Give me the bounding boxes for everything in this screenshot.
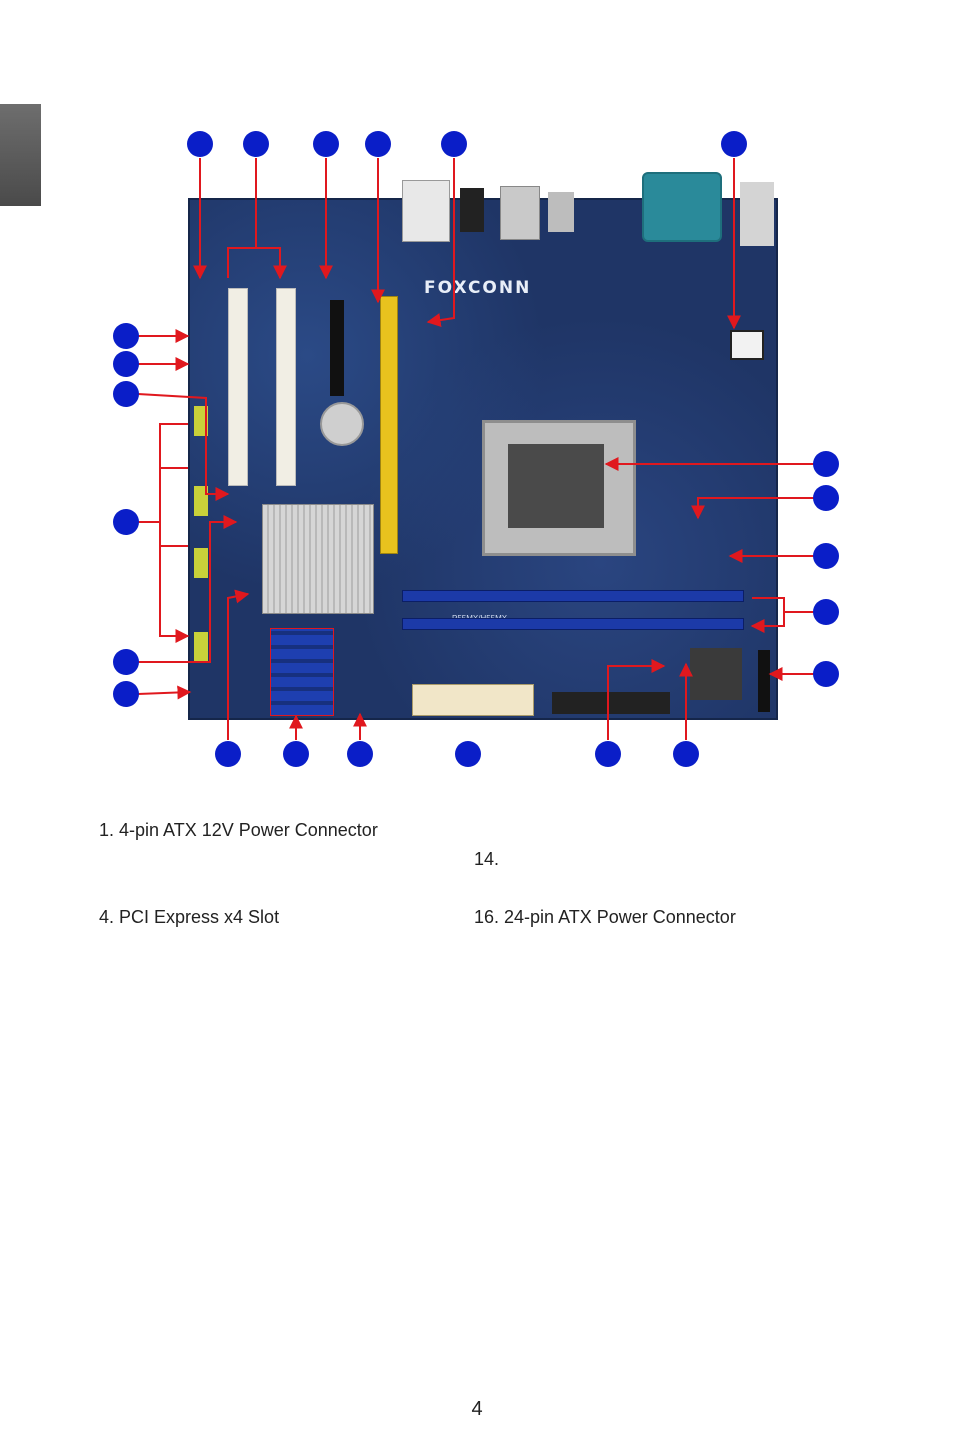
callout-marker — [113, 381, 139, 407]
callout-marker — [113, 323, 139, 349]
callout-marker — [283, 741, 309, 767]
legend-item-1: 1. 4-pin ATX 12V Power Connector — [99, 820, 378, 840]
legend-item-14: 14. — [474, 849, 500, 869]
atx-24pin-connector — [412, 684, 534, 716]
callout-marker — [243, 131, 269, 157]
callout-arrow — [138, 423, 188, 636]
usb-header-2 — [194, 486, 208, 516]
ide-header — [552, 692, 670, 714]
motherboard-layout-diagram: FOXCONN P55MX/H55MX — [108, 128, 844, 772]
chapter-side-tab — [0, 104, 41, 206]
callout-marker — [187, 131, 213, 157]
callout-arrow — [426, 158, 455, 328]
callout-marker — [113, 351, 139, 377]
callout-arrow — [137, 393, 230, 501]
callout-marker — [813, 661, 839, 687]
callout-marker — [113, 681, 139, 707]
callout-marker — [813, 451, 839, 477]
rear-io-shield — [740, 182, 774, 246]
rear-usb-port — [460, 188, 484, 232]
callout-overlay — [113, 131, 839, 767]
callout-marker — [595, 741, 621, 767]
pcie-x4-slot — [330, 300, 344, 396]
cmos-battery — [320, 402, 364, 446]
callout-marker — [455, 741, 481, 767]
pcie-x16-slot — [380, 296, 398, 554]
cpu-socket-core — [508, 444, 604, 528]
callout-arrow — [752, 597, 814, 626]
pci-slot-1 — [228, 288, 248, 486]
callout-marker — [113, 509, 139, 535]
right-edge-header — [758, 650, 770, 712]
callout-marker — [673, 741, 699, 767]
callout-marker — [813, 543, 839, 569]
callout-marker — [365, 131, 391, 157]
super-io-chip — [690, 648, 742, 700]
legend-item-4: 4. PCI Express x4 Slot — [99, 907, 280, 927]
callout-arrows — [137, 158, 814, 740]
rear-lan-port — [500, 186, 540, 240]
callout-marker — [313, 131, 339, 157]
callout-marker — [813, 485, 839, 511]
callout-marker — [441, 131, 467, 157]
callout-markers — [113, 131, 839, 767]
rear-audio-port — [402, 180, 450, 242]
usb-header-1 — [194, 406, 208, 436]
rear-vga-port — [642, 172, 722, 242]
callout-arrow — [137, 685, 192, 700]
rear-usb-port-2 — [548, 192, 574, 232]
sata-connectors — [270, 628, 334, 716]
callout-arrow — [607, 659, 666, 740]
dimm-slot-1 — [402, 590, 744, 602]
callout-arrow — [691, 497, 814, 520]
callout-marker — [813, 599, 839, 625]
brand-logo: FOXCONN — [424, 278, 532, 298]
legend-item-16: 16. 24-pin ATX Power Connector — [474, 907, 736, 927]
chipset-heatsink — [262, 504, 374, 614]
callout-arrow — [227, 158, 280, 278]
callout-marker — [113, 649, 139, 675]
callout-marker — [215, 741, 241, 767]
usb-header-3 — [194, 548, 208, 578]
callout-arrow — [227, 589, 250, 740]
page-number: 4 — [471, 1398, 483, 1420]
atx-12v-4pin-connector — [730, 330, 764, 360]
callout-marker — [347, 741, 373, 767]
callout-marker — [721, 131, 747, 157]
callout-arrow — [138, 515, 238, 663]
